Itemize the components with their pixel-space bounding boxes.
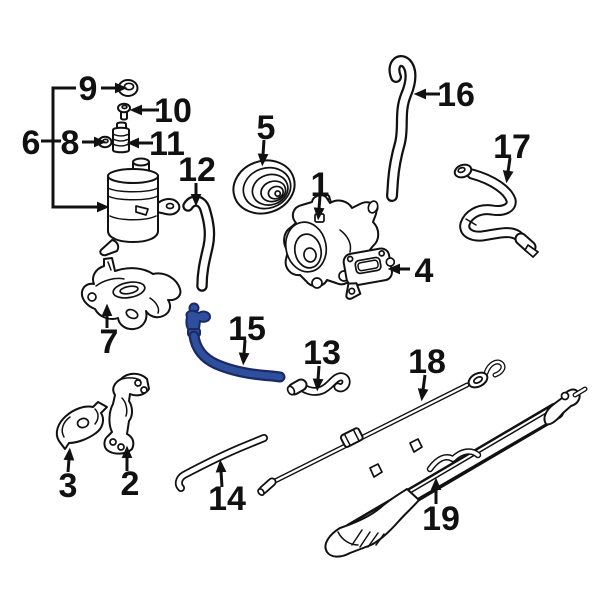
part-6-reservoir[interactable] <box>99 157 181 257</box>
part-2-pump-rear-bracket[interactable] <box>103 372 150 455</box>
callout-label-7[interactable]: 7 <box>100 323 119 361</box>
callout-label-2[interactable]: 2 <box>121 465 140 503</box>
part-11-valve[interactable] <box>112 121 130 154</box>
callout-label-8[interactable]: 8 <box>61 124 80 162</box>
callout-label-19[interactable]: 19 <box>422 500 460 538</box>
callout-leaders <box>41 82 514 504</box>
callout-label-12[interactable]: 12 <box>178 151 216 189</box>
part-10-fitting[interactable] <box>117 102 131 121</box>
part-15-pressure-line-selected[interactable] <box>185 302 286 383</box>
callout-label-9[interactable]: 9 <box>79 70 98 108</box>
part-8-grommet[interactable] <box>97 135 113 149</box>
part-13-return-hose[interactable] <box>286 372 351 396</box>
callout-label-16[interactable]: 16 <box>437 76 475 114</box>
leader-5 <box>257 139 269 167</box>
part-16-return-line[interactable] <box>386 55 417 202</box>
callout-label-5[interactable]: 5 <box>257 109 276 147</box>
callout-label-18[interactable]: 18 <box>408 343 446 381</box>
callout-label-15[interactable]: 15 <box>228 310 266 348</box>
leader-1 <box>313 195 325 221</box>
callout-label-4[interactable]: 4 <box>415 252 434 290</box>
callout-label-13[interactable]: 13 <box>303 334 341 372</box>
leader-3 <box>63 447 75 473</box>
part-1-power-steering-pump[interactable] <box>281 192 380 289</box>
callout-label-17[interactable]: 17 <box>493 128 531 166</box>
callout-label-11[interactable]: 11 <box>149 125 185 163</box>
leader-6 <box>51 86 110 213</box>
leader-18 <box>417 374 429 402</box>
callout-label-10[interactable]: 10 <box>154 92 192 130</box>
part-4-line-bracket[interactable] <box>339 247 399 300</box>
part-19-steering-gear[interactable] <box>324 386 588 558</box>
callout-label-3[interactable]: 3 <box>59 467 78 505</box>
part-17-pressure-hose[interactable] <box>453 162 539 258</box>
part-14-drain-tube[interactable] <box>174 434 268 492</box>
callout-label-1[interactable]: 1 <box>311 166 330 204</box>
part-7-reservoir-bracket[interactable] <box>80 257 182 331</box>
leader-14 <box>215 459 227 488</box>
part-3-pump-front-bracket[interactable] <box>55 401 108 450</box>
callout-label-6[interactable]: 6 <box>22 124 41 162</box>
part-12-suction-hose[interactable] <box>182 195 216 292</box>
callout-label-14[interactable]: 14 <box>208 480 246 518</box>
leader-13 <box>312 365 324 392</box>
leader-15 <box>238 339 250 366</box>
part-5-pulley[interactable] <box>226 153 301 222</box>
leader-17 <box>502 157 514 184</box>
part-9-reservoir-cap[interactable] <box>117 79 139 97</box>
part-18-cooler-pipe[interactable] <box>257 359 506 496</box>
